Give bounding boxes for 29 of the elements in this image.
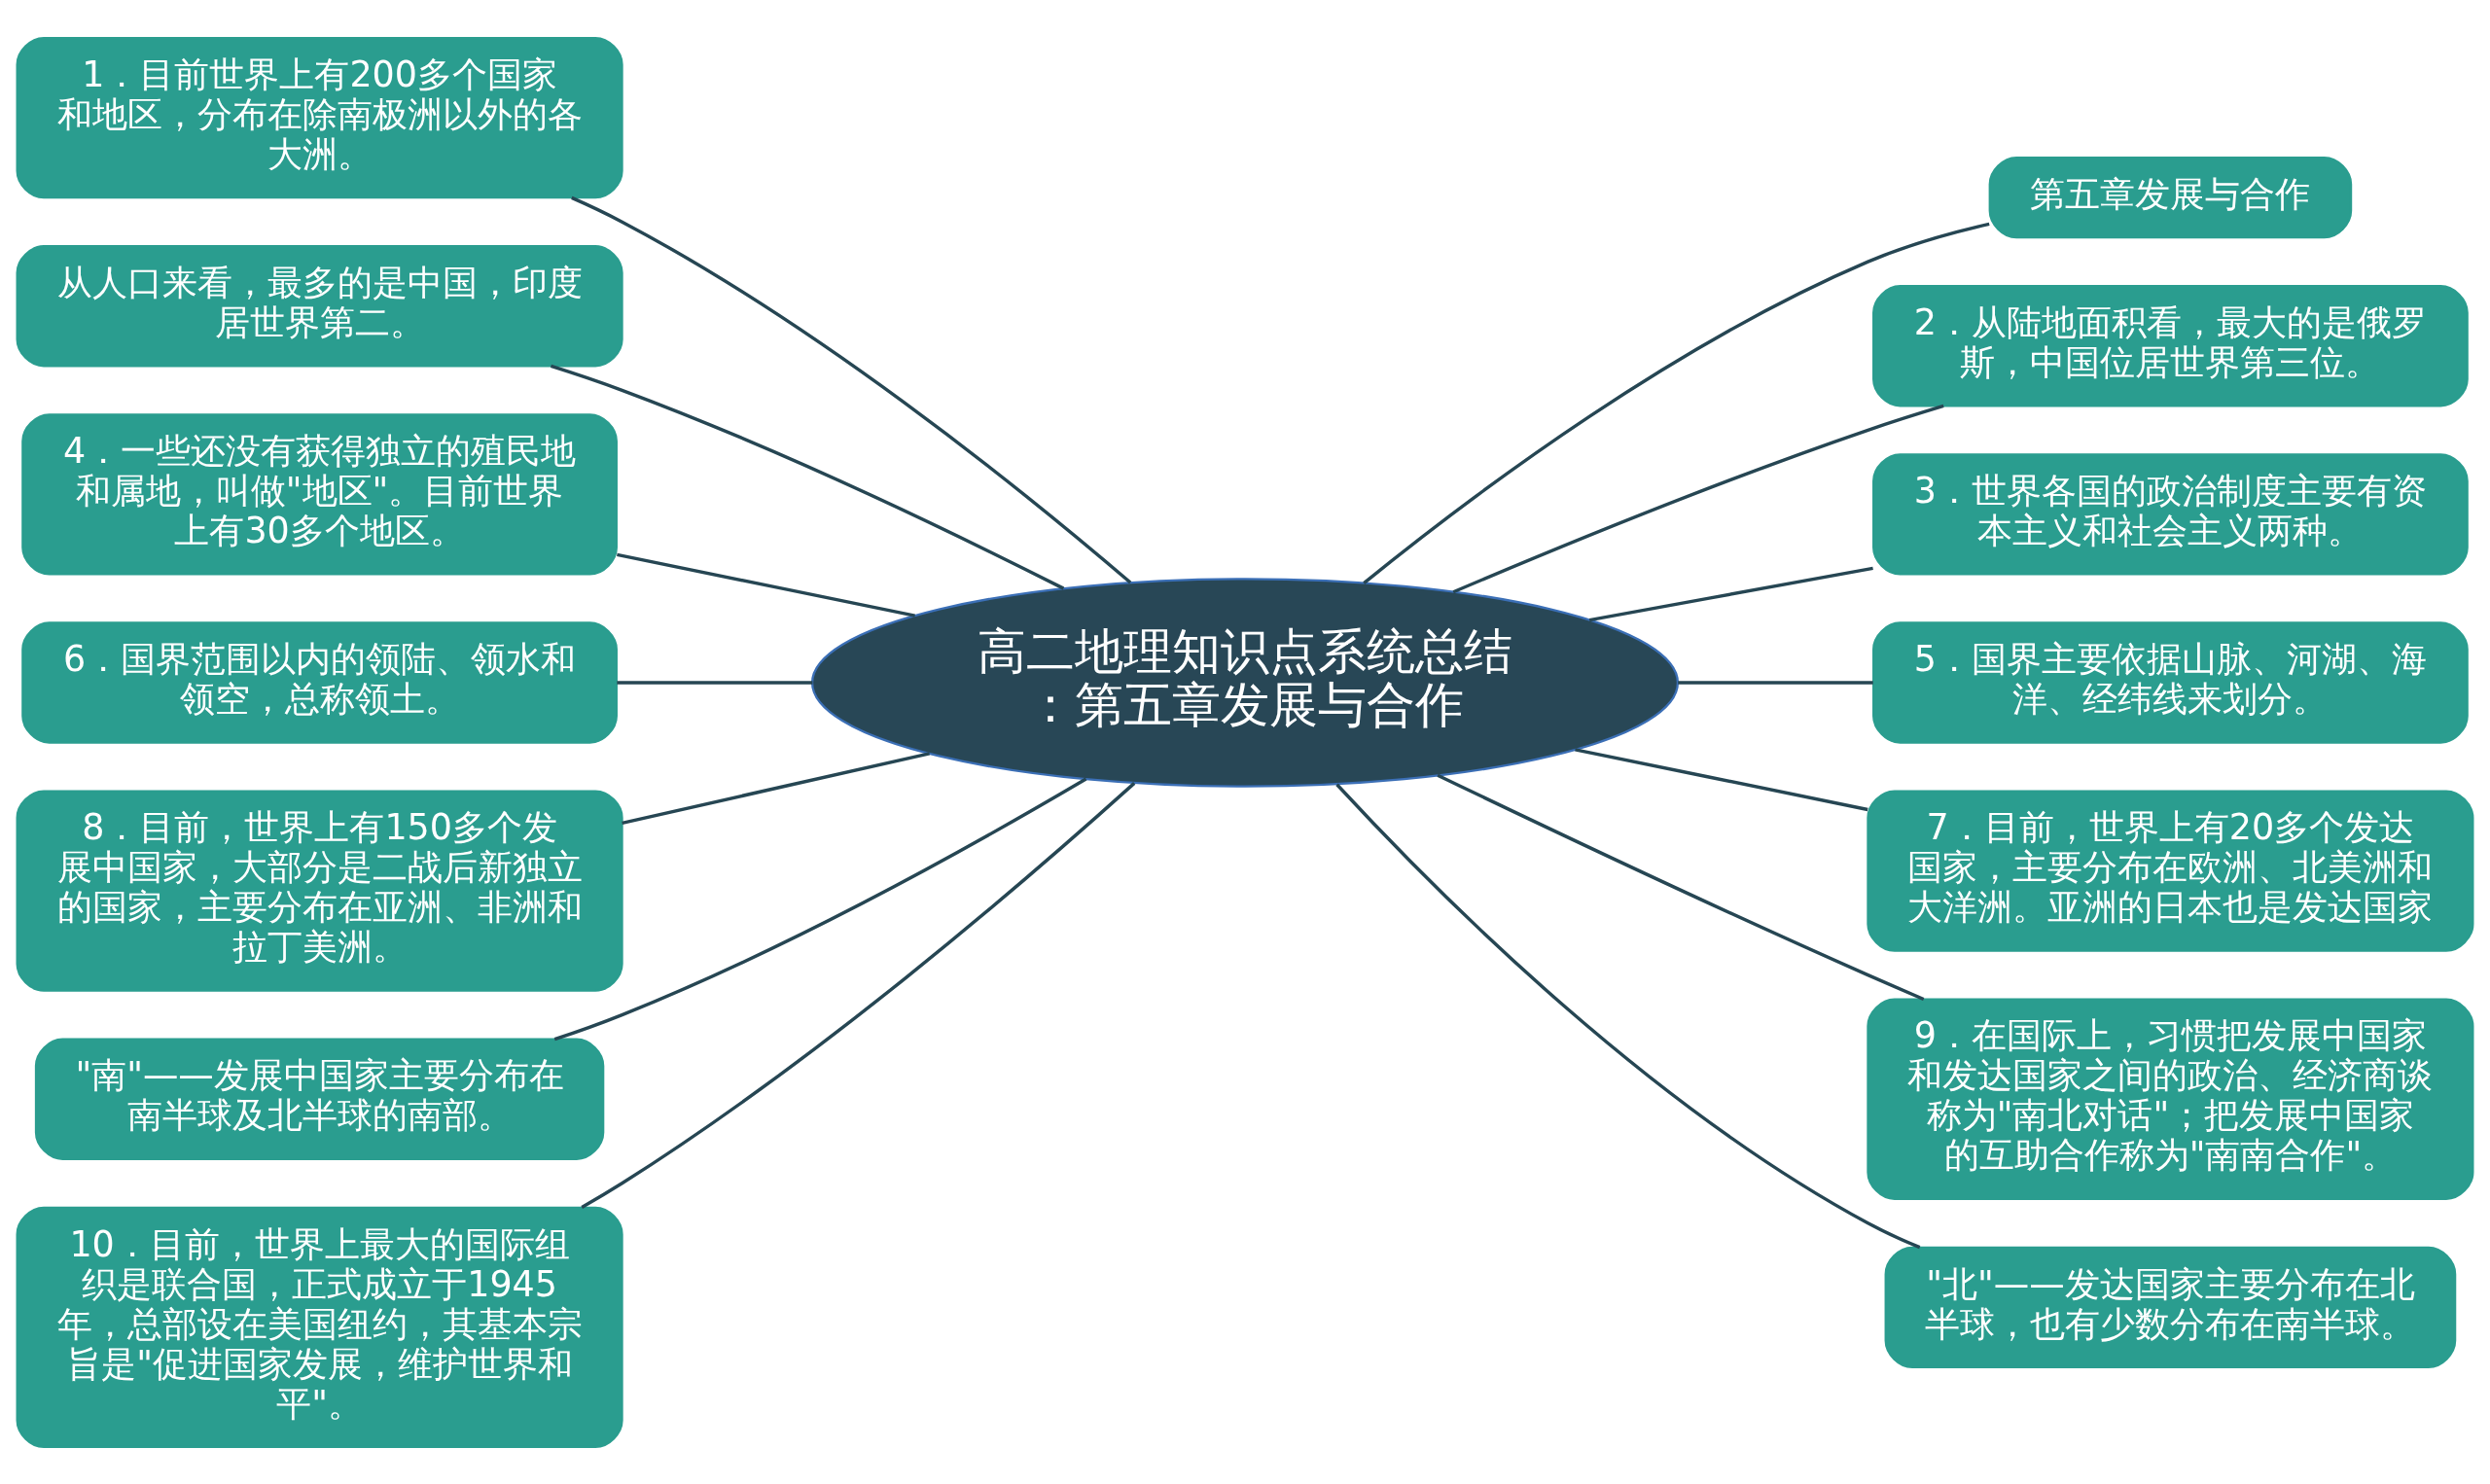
connector (553, 777, 1087, 1041)
node-box: 2．从陆地面积看，最大的是俄罗斯，中国位居世界第三位。 (1872, 284, 2469, 406)
connector (571, 195, 1132, 583)
connector (1437, 773, 1925, 1001)
node-box: 6．国界范围以内的领陆、领水和领空，总称领土。 (21, 620, 618, 744)
connector (550, 364, 1065, 590)
node-box: "北"——发达国家主要分布在北半球，也有少数分布在南半球。 (1884, 1246, 2457, 1368)
node-box: 5．国界主要依据山脉、河湖、海洋、经纬线来划分。 (1872, 620, 2469, 744)
connector (1575, 747, 1868, 811)
node-box: 10．目前，世界上最大的国际组织是联合国，正式成立于1945年，总部设在美国纽约，其基本宗旨是"促进国家发展，维护世界和平"。 (16, 1206, 623, 1448)
connector (1588, 566, 1873, 621)
node-box: 1．目前世界上有200多个国家和地区，分布在除南极洲以外的各大洲。 (16, 36, 623, 198)
connector (1452, 404, 1944, 593)
connector (581, 781, 1136, 1209)
connector (1335, 783, 1921, 1249)
node-box: "南"——发展中国家主要分布在南半球及北半球的南部。 (34, 1038, 605, 1160)
node-box: 9．在国际上，习惯把发展中国家和发达国家之间的政治、经济商谈称为"南北对话"；把发展中国家的互助合作称为"南南合作"。 (1867, 998, 2474, 1200)
node-box: 4．一些还没有获得独立的殖民地和属地，叫做"地区"。目前世界上有30多个地区。 (21, 412, 618, 575)
node-box: 8．目前，世界上有150多个发展中国家，大部分是二战后新独立的国家，主要分布在亚洲、非洲和拉丁美洲。 (16, 789, 623, 992)
connector (617, 680, 813, 685)
node-box: 第五章发展与合作 (1988, 156, 2353, 238)
node-box: 7．目前，世界上有20多个发达国家，主要分布在欧洲、北美洲和大洋洲。亚洲的日本也是发达国家 (1867, 789, 2474, 952)
node-box: 3．世界各国的政治制度主要有资本主义和社会主义两种。 (1872, 452, 2469, 575)
connector (1678, 680, 1873, 685)
connector (622, 751, 930, 825)
connector (1363, 222, 1990, 584)
node-ellipse: 高二地理知识点系统总结：第五章发展与合作 (810, 577, 1680, 788)
node-box: 从人口来看，最多的是中国，印度居世界第二。 (16, 244, 623, 367)
connector (617, 552, 915, 618)
